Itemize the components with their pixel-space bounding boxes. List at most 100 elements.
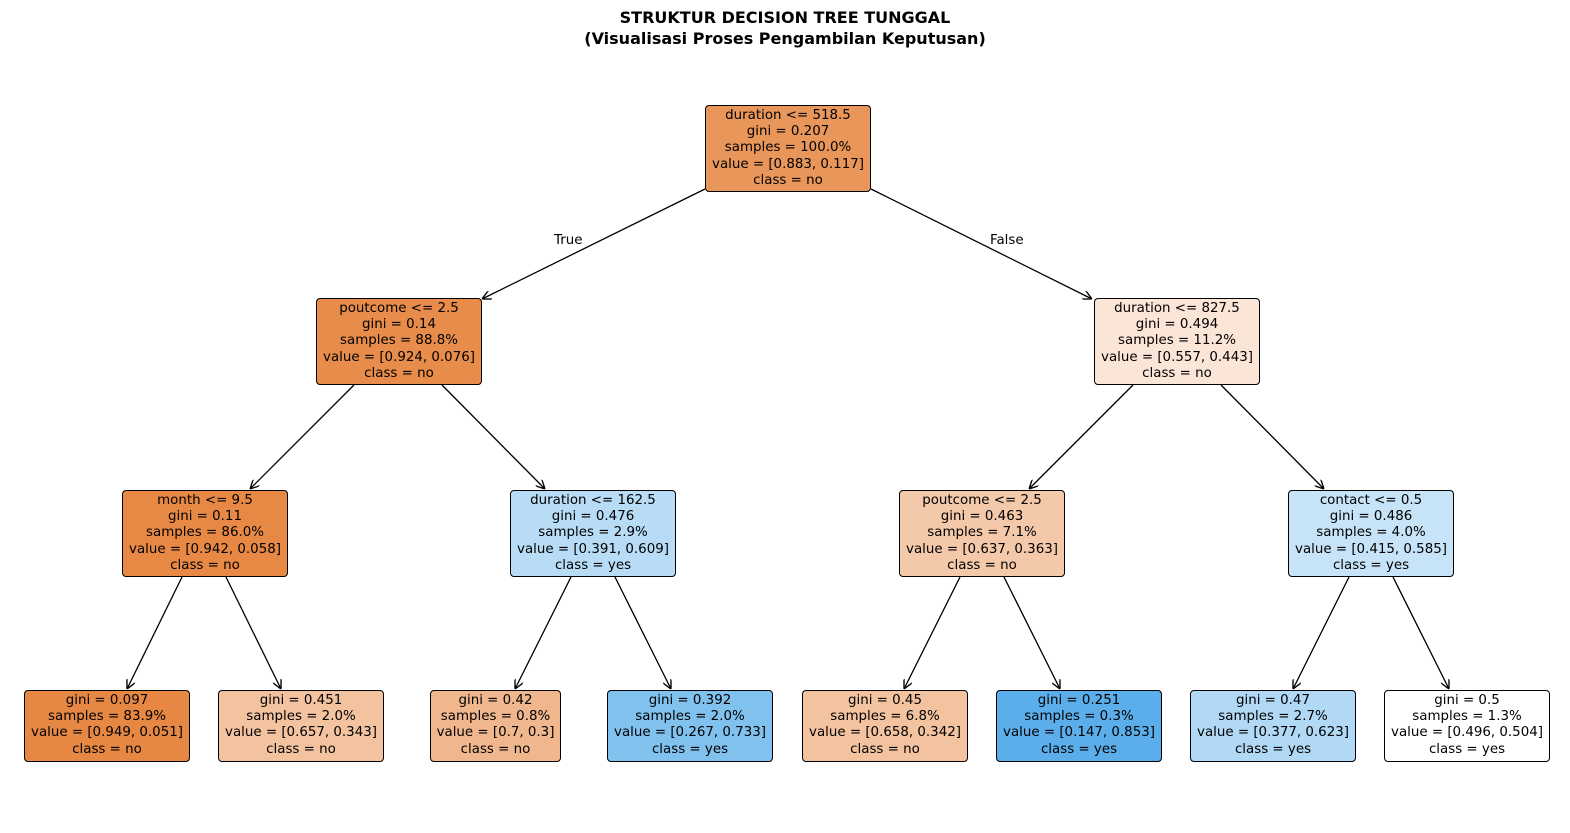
node-class: class = no <box>170 557 240 573</box>
node-samples: samples = 6.8% <box>830 709 940 725</box>
node-value: value = [0.942, 0.058] <box>129 541 281 557</box>
node-split: poutcome <= 2.5 <box>922 493 1042 508</box>
node-split: duration <= 518.5 <box>725 108 851 123</box>
edge-n6-n14 <box>1392 576 1449 689</box>
node-value: value = [0.391, 0.609] <box>517 541 669 557</box>
node-samples: samples = 2.7% <box>1218 709 1328 725</box>
node-gini: gini = 0.5 <box>1434 693 1500 708</box>
node-value: value = [0.147, 0.853] <box>1003 725 1155 741</box>
node-samples: samples = 0.3% <box>1024 709 1134 725</box>
node-gini: gini = 0.463 <box>940 509 1024 525</box>
node-value: value = [0.496, 0.504] <box>1391 725 1543 741</box>
node-samples: samples = 88.8% <box>340 333 458 349</box>
edge-n2-n6 <box>1220 384 1324 489</box>
node-samples: samples = 1.3% <box>1412 709 1522 725</box>
edge-n0-n1 <box>482 188 706 299</box>
edge-n6-n13 <box>1293 576 1350 689</box>
node-gini: gini = 0.14 <box>362 317 436 333</box>
node-class: class = yes <box>1332 557 1410 573</box>
node-gini: gini = 0.207 <box>746 124 830 140</box>
node-value: value = [0.657, 0.343] <box>225 725 377 741</box>
node-value: value = [0.637, 0.363] <box>906 541 1058 557</box>
node-class: class = no <box>364 365 434 381</box>
node-samples: samples = 2.0% <box>246 709 356 725</box>
node-samples: samples = 100.0% <box>724 140 852 156</box>
node-split: duration <= 162.5 <box>530 493 656 508</box>
node-class: class = no <box>753 172 823 188</box>
edge-n1-n4 <box>441 384 545 489</box>
node-class: class = no <box>266 741 336 757</box>
node-gini: gini = 0.392 <box>648 693 732 708</box>
node-samples: samples = 2.9% <box>538 525 648 541</box>
node-gini: gini = 0.47 <box>1236 693 1310 708</box>
edge-n2-n5 <box>1029 384 1134 489</box>
node-class: class = no <box>72 741 142 757</box>
node-gini: gini = 0.45 <box>848 693 922 708</box>
edge-n5-n11 <box>904 576 961 689</box>
chart-subtitle: (Visualisasi Proses Pengambilan Keputusa… <box>584 29 986 48</box>
node-samples: samples = 83.9% <box>48 709 166 725</box>
node-value: value = [0.949, 0.051] <box>31 725 183 741</box>
node-samples: samples = 86.0% <box>146 525 264 541</box>
edge-label-false: False <box>990 233 1024 248</box>
node-samples: samples = 11.2% <box>1118 333 1236 349</box>
node-gini: gini = 0.494 <box>1135 317 1219 333</box>
node-class: class = no <box>1142 365 1212 381</box>
edge-n4-n9 <box>515 576 572 689</box>
node-value: value = [0.557, 0.443] <box>1101 349 1253 365</box>
node-value: value = [0.883, 0.117] <box>712 156 864 172</box>
node-samples: samples = 7.1% <box>927 525 1037 541</box>
node-gini: gini = 0.42 <box>458 693 533 708</box>
node-value: value = [0.7, 0.3] <box>436 725 555 741</box>
node-class: class = no <box>947 557 1017 573</box>
edge-n0-n2 <box>870 188 1092 299</box>
node-gini: gini = 0.476 <box>551 509 635 525</box>
node-class: class = no <box>460 741 531 757</box>
node-gini: gini = 0.097 <box>65 693 149 708</box>
node-samples: samples = 2.0% <box>635 709 745 725</box>
node-split: duration <= 827.5 <box>1114 301 1240 316</box>
node-gini: gini = 0.486 <box>1329 509 1413 525</box>
node-gini: gini = 0.11 <box>168 509 242 525</box>
node-split: poutcome <= 2.5 <box>339 301 459 316</box>
node-gini: gini = 0.251 <box>1037 693 1121 708</box>
chart-title: STRUKTUR DECISION TREE TUNGGAL <box>619 8 951 27</box>
node-split: month <= 9.5 <box>157 493 253 508</box>
edge-n4-n10 <box>614 576 671 689</box>
edge-n1-n3 <box>250 384 355 489</box>
node-value: value = [0.658, 0.342] <box>809 725 961 741</box>
node-class: class = no <box>850 741 920 757</box>
node-class: class = yes <box>1234 741 1312 757</box>
node-class: class = yes <box>554 557 632 573</box>
node-samples: samples = 0.8% <box>440 709 551 725</box>
node-value: value = [0.415, 0.585] <box>1295 541 1447 557</box>
node-split: contact <= 0.5 <box>1319 493 1423 508</box>
node-value: value = [0.377, 0.623] <box>1197 725 1349 741</box>
node-value: value = [0.267, 0.733] <box>614 725 766 741</box>
node-gini: gini = 0.451 <box>259 693 343 708</box>
node-class: class = yes <box>1428 741 1506 757</box>
edge-label-true: True <box>554 233 583 248</box>
node-samples: samples = 4.0% <box>1316 525 1426 541</box>
edge-n3-n8 <box>225 576 281 689</box>
node-value: value = [0.924, 0.076] <box>323 349 475 365</box>
edge-n3-n7 <box>127 576 183 689</box>
node-class: class = yes <box>651 741 729 757</box>
